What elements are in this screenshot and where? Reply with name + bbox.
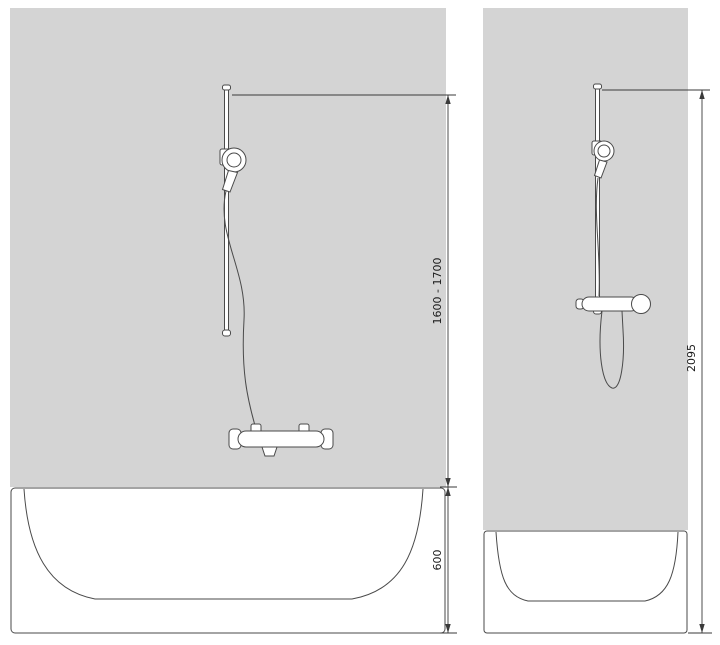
hand-shower-head	[221, 147, 247, 173]
hand-shower-handle	[593, 159, 608, 179]
shower-rail-rod	[224, 87, 229, 333]
front-view: 1600 - 1700 600	[10, 8, 457, 634]
thermostat-mixer-side	[575, 294, 651, 314]
arrow-up-icon	[445, 487, 451, 496]
dimension-label-rail-height: 1600 - 1700	[431, 258, 444, 325]
mixer-body	[237, 430, 325, 448]
arrow-up-icon	[699, 90, 705, 99]
shower-rail-top-cap	[593, 83, 602, 90]
shower-hose-side-loop	[599, 310, 624, 389]
shower-rail-bottom-cap	[222, 329, 231, 337]
arrow-up-icon	[445, 95, 451, 104]
hand-shower-handle	[221, 169, 239, 193]
dimension-total-height: 2095	[602, 89, 712, 634]
dimension-rail-height: 1600 - 1700	[232, 94, 457, 488]
shower-hose-side-upper	[595, 177, 600, 297]
hand-shower-head-inner	[597, 144, 611, 158]
shower-rail-top-cap	[222, 84, 231, 91]
hand-shower-front	[219, 147, 247, 193]
dimension-label-total-height: 2095	[685, 344, 698, 372]
hand-shower-head	[593, 140, 615, 162]
thermostat-mixer-front	[228, 423, 334, 457]
shower-hose-front	[223, 190, 257, 430]
dimension-label-tub-height: 600	[431, 550, 444, 571]
bathtub-front	[10, 487, 446, 634]
bathtub-side	[483, 530, 688, 634]
arrow-down-icon	[699, 624, 705, 633]
hand-shower-side	[591, 140, 615, 179]
bathtub-front-inner-rim	[23, 488, 424, 600]
mixer-knob	[631, 294, 651, 314]
arrow-down-icon	[445, 478, 451, 487]
bathtub-side-inner-rim	[495, 531, 679, 602]
bathtub-front-outline	[10, 487, 446, 634]
arrow-down-icon	[445, 624, 451, 633]
mixer-body	[581, 296, 639, 312]
hand-shower-head-inner	[226, 152, 242, 168]
dimension-tub-height: 600	[431, 487, 457, 634]
wall-side	[483, 8, 688, 530]
bathtub-side-outline	[483, 530, 688, 634]
mixer-hose-outlet	[261, 446, 278, 457]
side-view: 2095	[483, 8, 712, 634]
